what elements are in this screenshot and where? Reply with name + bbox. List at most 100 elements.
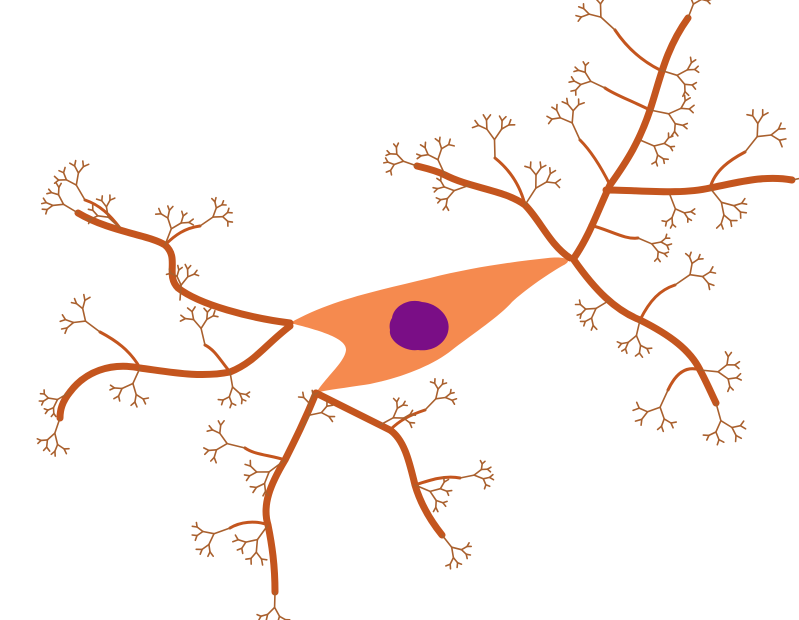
- dendrite-twig: [443, 206, 446, 210]
- dendrite-twig: [47, 440, 48, 447]
- dendrite-twig: [200, 217, 213, 226]
- dendrite-twig: [256, 540, 257, 553]
- dendrite-twig: [592, 308, 596, 318]
- dendrite-twig: [223, 213, 228, 217]
- dendrite-twig: [131, 402, 135, 405]
- dendrite-twig: [64, 173, 67, 180]
- dendrite-twig: [47, 205, 53, 209]
- dendrite-twig: [450, 558, 453, 565]
- dendrite-twig: [574, 81, 581, 84]
- dendrite-twig: [246, 540, 258, 543]
- dendrite-twig: [638, 238, 652, 244]
- dendrite-twig: [111, 385, 115, 388]
- dendrite-twig: [217, 444, 228, 450]
- dendrite-twig: [84, 295, 85, 301]
- dendrite-twig: [658, 252, 659, 258]
- dendrite-twig: [560, 118, 572, 123]
- dendrite-twig: [690, 257, 693, 264]
- dendrite-twig: [441, 181, 445, 187]
- dendrite-twig: [303, 392, 304, 397]
- dendrite-twig: [701, 0, 707, 1]
- dendrite-twig: [475, 121, 479, 126]
- dendrite-twig: [716, 403, 721, 421]
- dendrite-twig: [256, 552, 261, 559]
- dendrite-twig: [396, 143, 398, 147]
- dendrite-twig: [580, 300, 581, 305]
- dendrite-twig: [211, 457, 214, 461]
- dendrite-twig: [235, 535, 238, 540]
- dendrite-twig: [454, 185, 470, 191]
- dendrite-twig: [525, 166, 531, 168]
- dendrite-twig: [428, 155, 438, 160]
- dendrite-twig: [667, 245, 669, 249]
- dendrite-twig: [446, 394, 451, 398]
- dendrite-twig: [672, 209, 675, 218]
- dendrite-twig: [462, 550, 467, 555]
- dendrite-twig: [394, 161, 403, 164]
- dendrite-twig: [572, 111, 573, 123]
- dendrite-twig: [433, 188, 438, 189]
- dendrite-twig: [192, 307, 195, 312]
- dendrite-twig: [717, 224, 722, 228]
- dendrite-twig: [265, 472, 270, 484]
- dendrite-twig: [636, 336, 640, 346]
- dendrite-twig: [693, 0, 701, 4]
- dendrite-twig: [482, 461, 485, 464]
- dendrite-twig: [572, 123, 580, 140]
- dendrite-twig: [223, 217, 228, 222]
- dendrite-twig: [83, 309, 86, 322]
- dendrite-twig: [452, 547, 462, 550]
- dendrite-twig: [576, 16, 581, 17]
- dendrite-twig: [536, 168, 541, 175]
- dendrite-twig: [483, 479, 486, 485]
- dendrite-twig: [718, 372, 728, 379]
- dendrite-twig: [557, 110, 561, 118]
- dendrite-twig: [734, 206, 741, 212]
- dendrite-twig: [487, 469, 490, 472]
- dendrite-twig: [438, 384, 442, 389]
- dendrite-twig: [689, 109, 693, 113]
- dendrite-twig: [473, 125, 479, 127]
- dendrite-twig: [439, 137, 440, 142]
- dendrite-twig: [685, 84, 693, 85]
- dendrite-twig: [648, 407, 661, 412]
- dendrite-twig: [59, 195, 64, 205]
- dendrite-twig: [672, 218, 673, 225]
- dendrite-twig: [707, 1, 710, 4]
- dendrite-twig: [736, 435, 741, 438]
- dendrite-twig: [460, 475, 474, 478]
- dendrite-twig: [675, 124, 683, 126]
- dendrite-twig: [687, 63, 691, 70]
- dendrite-twig: [710, 272, 716, 273]
- dendrite-twig: [242, 542, 246, 548]
- dendrite-twig: [207, 309, 211, 313]
- dendrite-twig: [48, 408, 54, 410]
- dendrite-twig: [747, 115, 753, 116]
- dendrite-twig: [215, 202, 216, 208]
- dendrite-twig: [102, 196, 103, 201]
- dendrite-twig: [76, 185, 85, 200]
- dendrite-twig: [661, 238, 666, 242]
- dendrite-twig: [48, 398, 57, 399]
- dendrite-twig: [660, 390, 668, 407]
- dendrite-twig: [197, 527, 203, 532]
- dendrite-twig: [736, 374, 740, 378]
- dendrite-twig: [93, 210, 98, 216]
- dendrite-twig: [397, 402, 398, 409]
- dendrite-twig: [443, 503, 446, 507]
- dendrite-twig: [434, 507, 436, 511]
- dendrite-twig: [430, 491, 436, 500]
- dendrite-twig: [481, 464, 482, 470]
- dendrite-twig: [664, 254, 667, 257]
- dendrite-twig: [280, 616, 286, 619]
- dendrite-twig: [721, 421, 732, 428]
- dendrite-twig: [397, 154, 404, 161]
- dendrite-twig: [180, 285, 181, 300]
- dendrite-twig: [633, 408, 639, 410]
- dendrite-twig: [44, 447, 47, 450]
- dendrite-twig: [102, 201, 107, 207]
- dendrite-twig: [204, 448, 209, 451]
- dendrite-twig: [220, 433, 227, 443]
- dendrite-twig: [65, 320, 73, 323]
- dendrite-twig: [658, 252, 664, 254]
